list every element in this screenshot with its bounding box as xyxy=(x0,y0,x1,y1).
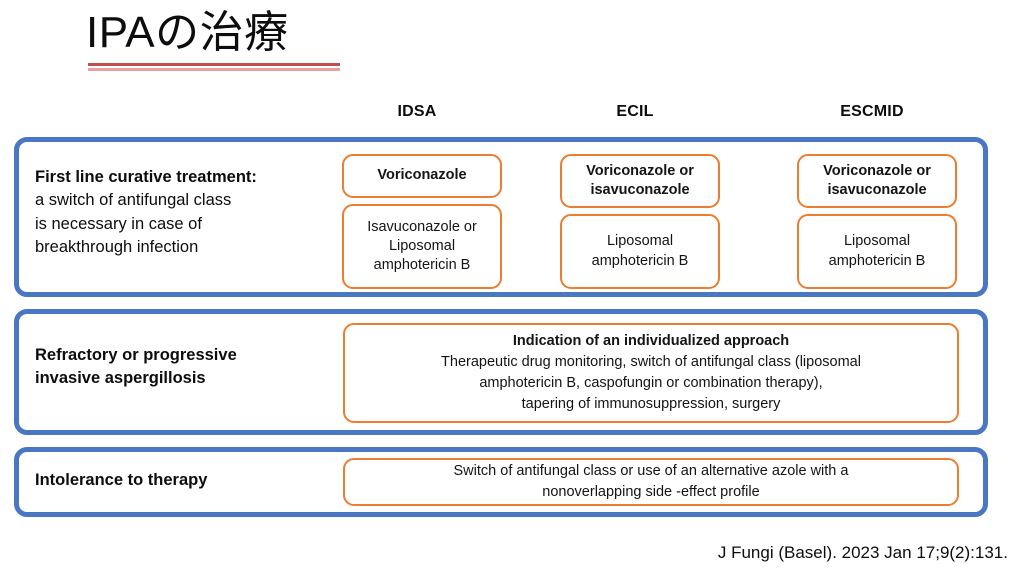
cell-escmid-first-line-primary: Voriconazole or isavuconazole xyxy=(797,154,957,208)
page-title: IPAの治療 xyxy=(86,8,289,57)
row-label-first-line-text-3: breakthrough infection xyxy=(35,238,199,257)
refractory-text-2: amphotericin B, caspofungin or combinati… xyxy=(479,375,823,391)
column-header-escmid: ESCMID xyxy=(840,103,904,120)
table-row-first-line-treatment: First line curative treatment: a switch … xyxy=(14,137,988,297)
cell-escmid-first-line-alternative: Liposomal amphotericin B xyxy=(797,214,957,289)
refractory-text-3: tapering of immunosuppression, surgery xyxy=(521,396,781,413)
refractory-text-1: Therapeutic drug monitoring, switch of a… xyxy=(441,353,861,370)
cell-ecil-first-line-alternative: Liposomal amphotericin B xyxy=(560,214,720,289)
refractory-headline: Indication of an individualized approach xyxy=(512,332,790,349)
row-label-first-line-heading: First line curative treatment: xyxy=(35,168,257,186)
cell-idsa-first-line-primary: Voriconazole xyxy=(342,154,502,198)
table-row-refractory-aspergillosis: Refractory or progressive invasive asper… xyxy=(14,309,988,435)
column-header-idsa: IDSA xyxy=(397,103,437,120)
title-underline-secondary xyxy=(88,68,340,71)
intolerance-text-2: nonoverlapping side -effect profile xyxy=(542,484,760,500)
table-row-intolerance-to-therapy: Intolerance to therapy Switch of antifun… xyxy=(14,447,988,517)
row-label-first-line-text-2: is necessary in case of xyxy=(35,214,202,233)
row-label-first-line-text-1: a switch of antifungal class xyxy=(35,191,232,210)
row-label-refractory: Refractory or progressive invasive asper… xyxy=(35,344,345,391)
row-label-refractory-text-2: invasive aspergillosis xyxy=(35,369,206,388)
cell-ecil-first-line-primary: Voriconazole or isavuconazole xyxy=(560,154,720,208)
title-underline-primary xyxy=(88,63,340,66)
cell-intolerance-recommendation: Switch of antifungal class or use of an … xyxy=(343,458,959,506)
row-label-first-line: First line curative treatment: a switch … xyxy=(35,166,345,260)
source-citation: J Fungi (Basel). 2023 Jan 17;9(2):131. xyxy=(717,543,1008,562)
row-label-intolerance: Intolerance to therapy xyxy=(35,471,208,489)
row-label-refractory-text-1: Refractory or progressive xyxy=(35,346,237,364)
cell-idsa-first-line-alternative: Isavuconazole or Liposomal amphotericin … xyxy=(342,204,502,289)
column-header-ecil: ECIL xyxy=(616,103,654,120)
cell-refractory-recommendation: Indication of an individualized approach… xyxy=(343,323,959,423)
intolerance-text-1: Switch of antifungal class or use of an … xyxy=(453,462,849,479)
